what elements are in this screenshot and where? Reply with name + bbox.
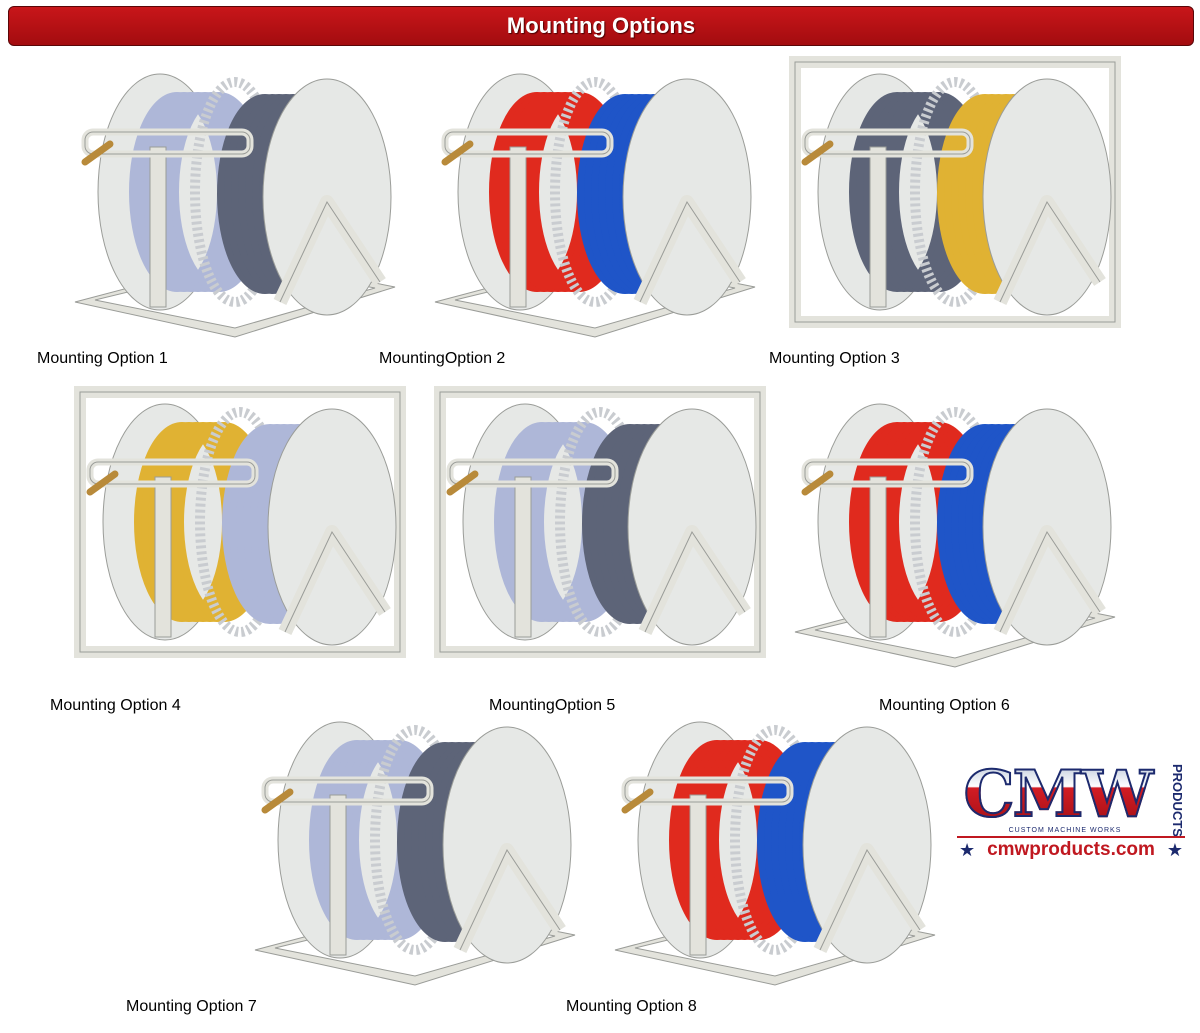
hose-reel-drawing xyxy=(434,386,766,658)
hose-reel-drawing xyxy=(434,73,756,338)
caption-option-7: Mounting Option 7 xyxy=(126,998,257,1015)
reel-illustration-5 xyxy=(430,382,770,672)
page-title: Mounting Options xyxy=(506,13,696,38)
page-title-banner: Mounting Options xyxy=(8,6,1194,46)
caption-option-6: Mounting Option 6 xyxy=(879,697,1010,714)
reel-illustration-3 xyxy=(785,52,1125,342)
caption-option-1: Mounting Option 1 xyxy=(37,350,168,367)
logo-products-text: PRODUCTS xyxy=(1170,764,1185,837)
logo-subtitle: CUSTOM MACHINE WORKS xyxy=(1008,827,1122,834)
hose-reel-drawing xyxy=(614,721,936,986)
hose-reel-drawing xyxy=(254,721,576,986)
star-icon: ★ xyxy=(959,840,976,860)
hose-reel-drawing xyxy=(789,56,1121,328)
hose-reel-drawing xyxy=(794,403,1116,668)
reel-illustration-1 xyxy=(65,52,405,342)
reel-illustration-2 xyxy=(425,52,765,342)
caption-option-5: MountingOption 5 xyxy=(489,697,616,714)
star-icon: ★ xyxy=(1166,840,1183,860)
reel-illustration-4 xyxy=(70,382,410,672)
caption-option-3: Mounting Option 3 xyxy=(769,350,900,367)
caption-option-2: MountingOption 2 xyxy=(379,350,506,367)
logo-url: cmwproducts.com xyxy=(987,839,1155,860)
hose-reel-drawing xyxy=(74,386,406,658)
logo-letters: CMW xyxy=(955,759,1160,831)
caption-option-8: Mounting Option 8 xyxy=(566,998,697,1015)
reel-illustration-6 xyxy=(785,382,1125,672)
reel-illustration-7 xyxy=(245,700,585,990)
reel-illustration-8 xyxy=(605,700,945,990)
cmw-logo: CMW PRODUCTS CUSTOM MACHINE WORKS ★ cmwp… xyxy=(955,759,1187,864)
logo-url-bar: ★ cmwproducts.com ★ xyxy=(957,836,1185,862)
hose-reel-drawing xyxy=(74,73,396,338)
caption-option-4: Mounting Option 4 xyxy=(50,697,181,714)
